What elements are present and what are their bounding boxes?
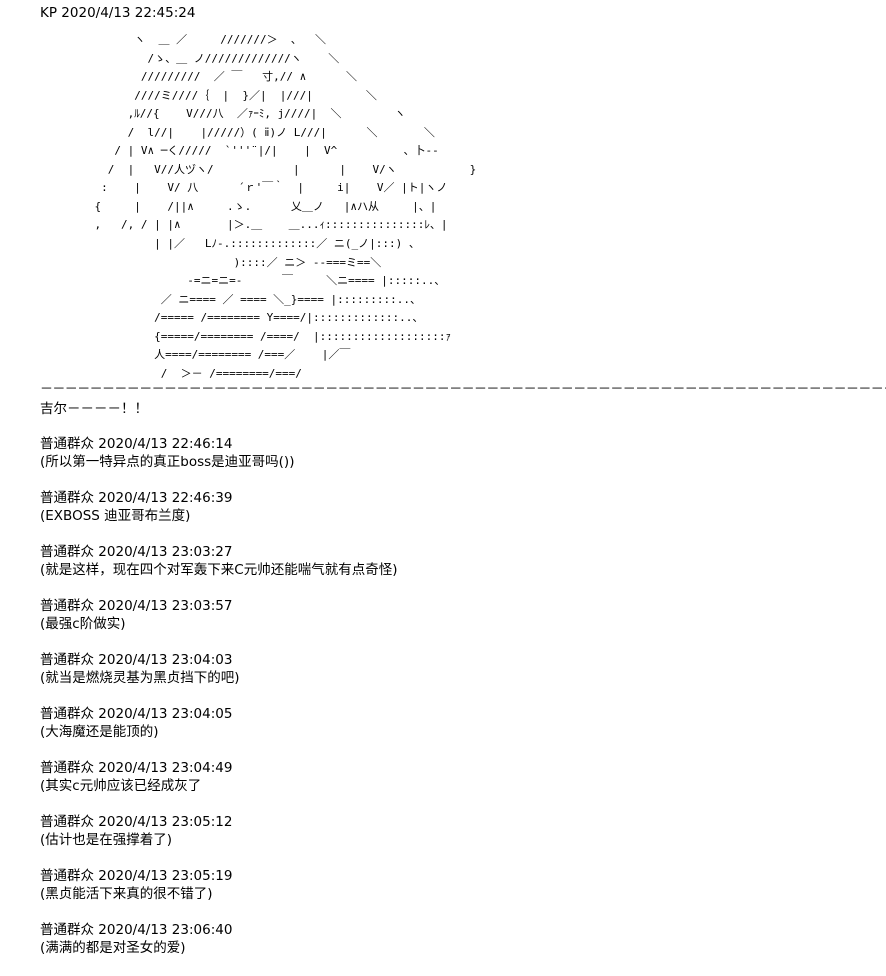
comment-text: (就当是燃烧灵基为黑贞挡下的吧): [40, 670, 240, 686]
comment-text: (其实c元帅应该已经成灰了: [40, 778, 202, 794]
comment-header: 普通群众 2020/4/13 23:04:03: [40, 652, 232, 668]
comment-author: 普通群众: [40, 652, 94, 668]
comment-timestamp: 2020/4/13 23:06:40: [98, 922, 233, 938]
comment-header: 普通群众 2020/4/13 23:06:40: [40, 922, 232, 938]
comment-author: 普通群众: [40, 868, 94, 884]
separator-line: －－－－－－－－－－－－－－－－－－－－－－－－－－－－－－－－－－－－－－－－…: [40, 382, 886, 397]
comment-text: (满满的都是对圣女的爱): [40, 940, 186, 956]
post-timestamp: 2020/4/13 22:45:24: [61, 5, 196, 21]
comment-author: 普通群众: [40, 598, 94, 614]
comment-timestamp: 2020/4/13 23:05:19: [98, 868, 233, 884]
comment-author: 普通群众: [40, 922, 94, 938]
comment-timestamp: 2020/4/13 23:04:05: [98, 706, 233, 722]
comment-author: 普通群众: [40, 706, 94, 722]
comment-author: 普通群众: [40, 544, 94, 560]
comment-author: 普通群众: [40, 436, 94, 452]
comment-header: 普通群众 2020/4/13 23:03:27: [40, 544, 232, 560]
comment-timestamp: 2020/4/13 23:04:03: [98, 652, 233, 668]
comment-text: (就是这样，现在四个对军轰下来C元帅还能喘气就有点奇怪): [40, 562, 398, 578]
comment-timestamp: 2020/4/13 22:46:39: [98, 490, 233, 506]
comment-header: 普通群众 2020/4/13 23:05:12: [40, 814, 232, 830]
comment-timestamp: 2020/4/13 23:03:57: [98, 598, 233, 614]
post-author: KP: [40, 5, 57, 21]
comment-text: (所以第一特异点的真正boss是迪亚哥吗()): [40, 454, 295, 470]
comment-header: 普通群众 2020/4/13 23:03:57: [40, 598, 232, 614]
comment-text: (黑贞能活下来真的很不错了): [40, 886, 213, 902]
post-text: 吉尔－－－－！！: [40, 401, 148, 417]
comment-timestamp: 2020/4/13 23:03:27: [98, 544, 233, 560]
comment-header: 普通群众 2020/4/13 23:05:19: [40, 868, 232, 884]
comment-timestamp: 2020/4/13 22:46:14: [98, 436, 233, 452]
comment-timestamp: 2020/4/13 23:05:12: [98, 814, 233, 830]
comment-author: 普通群众: [40, 490, 94, 506]
comment-header: 普通群众 2020/4/13 23:04:49: [40, 760, 232, 776]
comment-text: (估计也是在强撑着了): [40, 832, 173, 848]
comment-header: 普通群众 2020/4/13 22:46:14: [40, 436, 232, 452]
comment-header: 普通群众 2020/4/13 22:46:39: [40, 490, 232, 506]
ascii-art: ヽ ＿ ／ ///////＞ 、 ＼ /ゝ、＿ ノ/////////////ヽ …: [94, 33, 477, 380]
comment-author: 普通群众: [40, 814, 94, 830]
comment-author: 普通群众: [40, 760, 94, 776]
comment-header: 普通群众 2020/4/13 23:04:05: [40, 706, 232, 722]
comment-text: (EXBOSS 迪亚哥布兰度): [40, 508, 191, 524]
comment-text: (最强c阶做实): [40, 616, 126, 632]
comment-text: (大海魔还是能顶的): [40, 724, 159, 740]
comment-timestamp: 2020/4/13 23:04:49: [98, 760, 233, 776]
post-header: KP 2020/4/13 22:45:24: [40, 5, 195, 21]
